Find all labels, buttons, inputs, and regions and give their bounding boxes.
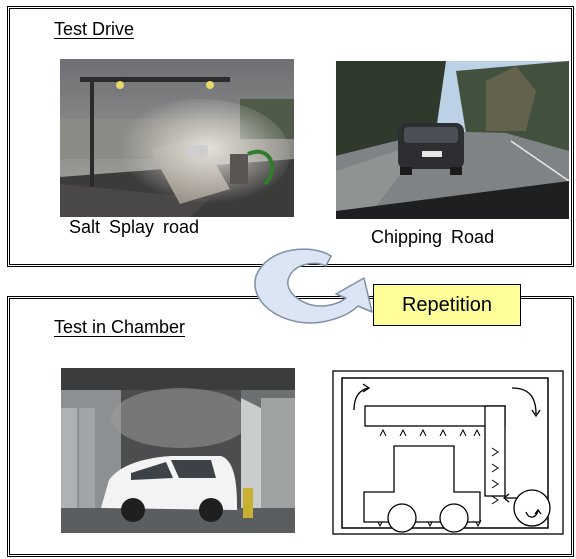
chipping-road-caption: Chipping Road (371, 227, 495, 247)
repetition-label: Repetition (373, 284, 521, 326)
chamber-photo (61, 368, 295, 533)
salt-spray-road-caption: Salt Splay road (69, 217, 200, 237)
test-drive-title: Test Drive (54, 19, 135, 39)
chipping-road-photo (336, 61, 569, 219)
chamber-schematic (332, 370, 564, 535)
test-drive-panel: Test Drive (7, 6, 574, 267)
repetition-cycle-arrow-icon (254, 248, 373, 324)
test-chamber-panel: Test in Chamber (7, 296, 574, 557)
salt-spray-road-photo (60, 59, 294, 217)
test-chamber-title: Test in Chamber (54, 317, 186, 337)
